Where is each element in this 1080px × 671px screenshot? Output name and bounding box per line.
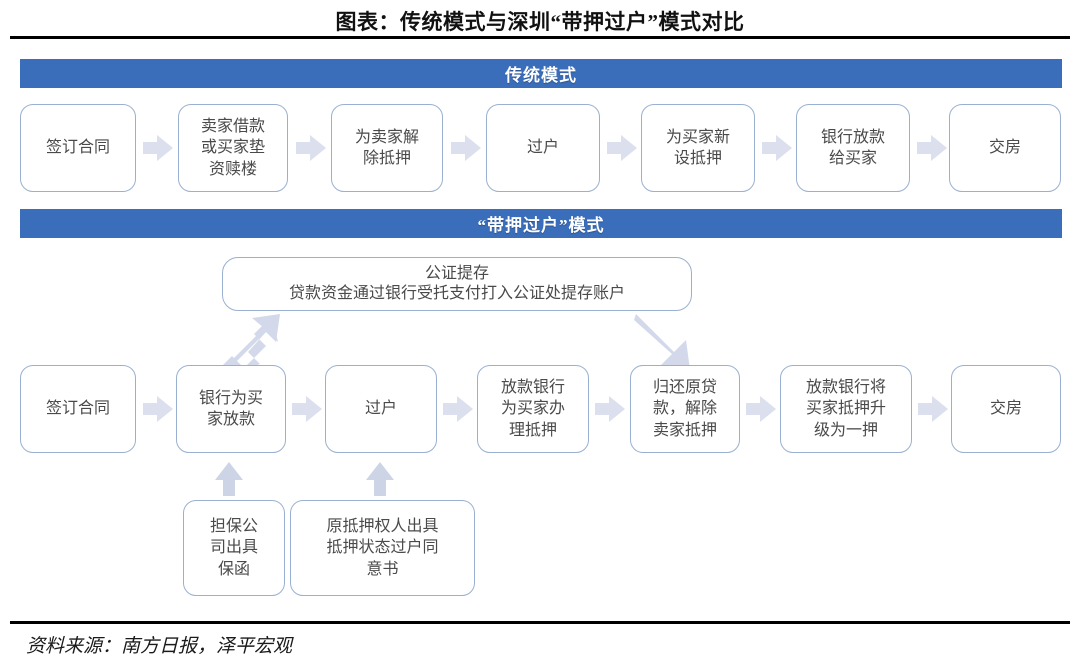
node-daiya-3[interactable]: 过户 — [325, 365, 437, 453]
arrow-right-icon — [746, 396, 776, 422]
arrow-diagonal-up-icon — [214, 312, 284, 374]
arrow-right-icon — [143, 135, 173, 161]
divider-bottom — [10, 621, 1070, 624]
section-header-daiya: “带押过户”模式 — [20, 209, 1062, 238]
node-traditional-4[interactable]: 过户 — [486, 104, 600, 192]
arrow-right-icon — [143, 396, 173, 422]
source-note: 资料来源：南方日报，泽平宏观 — [26, 636, 293, 657]
arrow-right-icon — [443, 396, 473, 422]
section-header-traditional: 传统模式 — [20, 59, 1062, 88]
node-traditional-2[interactable]: 卖家借款 或买家垫 资赎楼 — [178, 104, 288, 192]
node-traditional-3[interactable]: 为卖家解 除抵押 — [331, 104, 443, 192]
node-daiya-4[interactable]: 放款银行 为买家办 理抵押 — [477, 365, 589, 453]
arrow-up-icon — [215, 462, 243, 496]
notary-line-1: 公证提存 — [424, 265, 489, 282]
arrow-right-icon — [918, 396, 948, 422]
node-traditional-7[interactable]: 交房 — [949, 104, 1061, 192]
node-daiya-7[interactable]: 交房 — [951, 365, 1061, 453]
node-daiya-1[interactable]: 签订合同 — [20, 365, 136, 453]
page-title: 图表：传统模式与深圳“带押过户”模式对比 — [335, 10, 745, 34]
arrow-right-icon — [296, 135, 326, 161]
node-traditional-1[interactable]: 签订合同 — [20, 104, 136, 192]
arrow-right-icon — [607, 135, 637, 161]
notary-line-2: 贷款资金通过银行受托支付打入公证处提存账户 — [288, 285, 625, 302]
arrow-right-icon — [595, 396, 625, 422]
arrow-right-icon — [762, 135, 792, 161]
node-daiya-6[interactable]: 放款银行将 买家抵押升 级为一押 — [780, 365, 912, 453]
arrow-diagonal-down-icon — [632, 312, 708, 374]
node-guarantee-letter[interactable]: 担保公 司出具 保函 — [183, 500, 285, 596]
arrow-right-icon — [292, 396, 322, 422]
node-notary-escrow[interactable]: 公证提存 贷款资金通过银行受托支付打入公证处提存账户 — [222, 257, 692, 311]
node-mortgagee-consent[interactable]: 原抵押权人出具 抵押状态过户同 意书 — [290, 500, 475, 596]
node-traditional-5[interactable]: 为买家新 设抵押 — [641, 104, 755, 192]
arrow-right-icon — [451, 135, 481, 161]
node-daiya-2[interactable]: 银行为买 家放款 — [176, 365, 286, 453]
node-daiya-5[interactable]: 归还原贷 款，解除 卖家抵押 — [630, 365, 740, 453]
arrow-right-icon — [917, 135, 947, 161]
divider-top — [10, 36, 1070, 39]
node-traditional-6[interactable]: 银行放款 给买家 — [796, 104, 910, 192]
arrow-up-icon — [366, 462, 394, 496]
